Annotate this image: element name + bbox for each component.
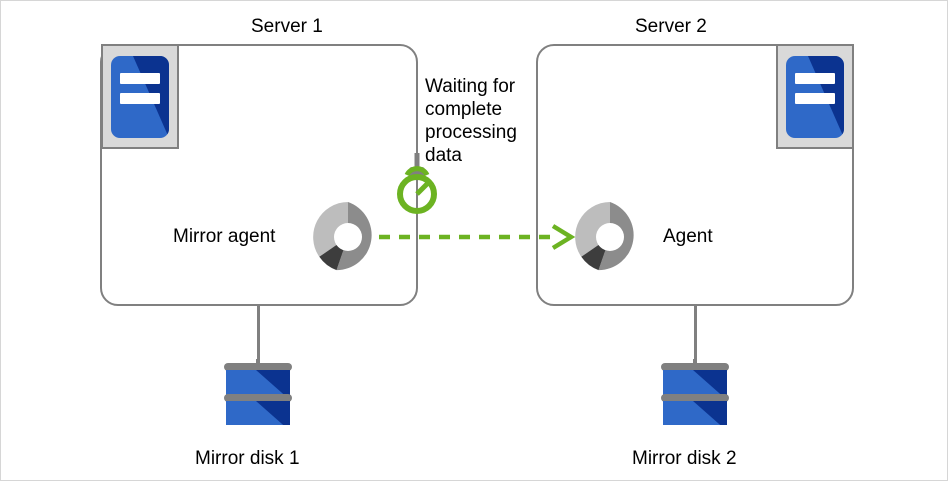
disk-icon-stem — [256, 359, 260, 365]
disk-icon-shade-1 — [240, 370, 290, 396]
server-rack-icon-body — [111, 55, 169, 138]
disk-icon-shade-1 — [677, 370, 727, 396]
disk-icon-cap-2 — [224, 394, 292, 402]
agent-donut-icon — [575, 202, 634, 271]
disk-icon — [661, 359, 729, 425]
disk-icon-body-2 — [663, 401, 727, 425]
server-rack-icon — [101, 44, 179, 149]
mirror-disk-1-label: Mirror disk 1 — [195, 448, 300, 469]
agent-donut-icon — [313, 202, 372, 271]
server-2-title: Server 2 — [635, 16, 707, 37]
disk-icon-body-1 — [226, 370, 290, 396]
mirror-disk-2-label: Mirror disk 2 — [632, 448, 737, 469]
server-2-disk-connector — [694, 306, 697, 363]
server-rack-icon-bar-1 — [795, 72, 835, 84]
mirror-agent-label: Mirror agent — [173, 226, 276, 247]
disk-icon-body-1 — [663, 370, 727, 396]
disk-icon-stem — [693, 359, 697, 365]
dashed-arrow-right-icon — [379, 224, 576, 250]
server-rack-icon — [776, 44, 854, 149]
stopwatch-icon — [397, 153, 437, 214]
disk-icon-shade-2 — [240, 401, 290, 425]
server-1-disk-connector — [257, 306, 260, 363]
waiting-note: Waiting for complete processing data — [425, 76, 517, 166]
agent-label: Agent — [663, 226, 713, 247]
disk-icon-shade-2 — [677, 401, 727, 425]
disk-icon-cap-1 — [661, 363, 729, 371]
server-1-title: Server 1 — [251, 16, 323, 37]
disk-icon-body-2 — [226, 401, 290, 425]
disk-icon-cap-1 — [224, 363, 292, 371]
server-rack-icon-bar-2 — [795, 92, 835, 104]
disk-icon — [224, 359, 292, 425]
disk-icon-cap-2 — [661, 394, 729, 402]
server-rack-icon-bar-1 — [120, 72, 160, 84]
server-rack-icon-bar-2 — [120, 92, 160, 104]
server-rack-icon-body — [786, 55, 844, 138]
